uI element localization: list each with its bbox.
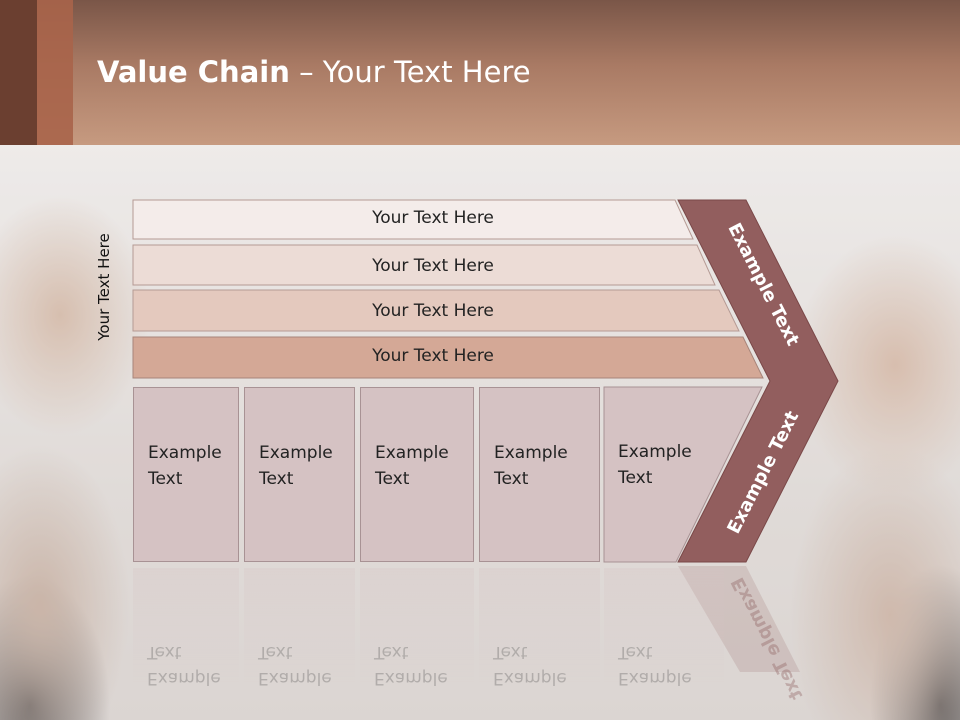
activity-box-line2: Text — [375, 469, 410, 489]
box-reflection-3: Example Text — [360, 568, 474, 688]
activity-box-line1: Example — [618, 442, 692, 462]
band-label-4: Your Text Here — [372, 346, 494, 366]
reflection-line1: Example — [374, 668, 448, 688]
reflection-line1: Example — [618, 668, 692, 688]
reflection-line1: Example — [493, 668, 567, 688]
slide-title: Value Chain – Your Text Here — [97, 55, 531, 89]
activity-box-text: Example Text — [375, 440, 449, 492]
band-shape-3 — [132, 289, 740, 332]
activity-box-line1: Example — [148, 443, 222, 463]
title-rest: – Your Text Here — [289, 55, 531, 89]
box-reflection-4: Example Text — [479, 568, 600, 688]
activity-box-3: Example Text — [360, 387, 474, 562]
activity-box-5: Example Text — [604, 387, 692, 562]
band-label-1: Your Text Here — [372, 208, 494, 228]
header-accent-light — [37, 0, 73, 145]
reflection-line1: Example — [258, 668, 332, 688]
band-label-2: Your Text Here — [372, 256, 494, 276]
chevron-reflection — [678, 566, 800, 672]
box-reflection-2: Example Text — [244, 568, 355, 688]
activity-box-line2: Text — [148, 469, 183, 489]
band-shape-4 — [132, 336, 764, 379]
box-shape-5 — [603, 386, 763, 563]
activity-box-line1: Example — [494, 443, 568, 463]
activity-box-line2: Text — [259, 469, 294, 489]
activity-box-1: Example Text — [133, 387, 239, 562]
activity-box-line2: Text — [618, 468, 653, 488]
reflection-line2: Text — [374, 642, 409, 662]
band-label-3: Your Text Here — [372, 301, 494, 321]
activity-box-text: Example Text — [494, 440, 568, 492]
activity-box-4: Example Text — [479, 387, 600, 562]
activity-box-2: Example Text — [244, 387, 355, 562]
activity-box-text: Example Text — [148, 440, 222, 492]
activity-box-line1: Example — [259, 443, 333, 463]
side-label: Your Text Here — [95, 233, 113, 341]
reflection-line2: Text — [618, 642, 653, 662]
reflection-line2: Text — [147, 642, 182, 662]
activity-box-text: Example Text — [259, 440, 333, 492]
box-reflection-5: Example Text — [604, 568, 724, 688]
reflection-line2: Text — [493, 642, 528, 662]
slide-header: Value Chain – Your Text Here — [0, 0, 960, 145]
header-accent-dark — [0, 0, 37, 145]
band-shape-1 — [132, 199, 694, 240]
reflection-line1: Example — [147, 668, 221, 688]
box-reflection-1: Example Text — [133, 568, 239, 688]
chevron-shape — [677, 199, 839, 563]
activity-box-line1: Example — [375, 443, 449, 463]
activity-box-text: Example Text — [618, 439, 692, 491]
title-bold: Value Chain — [97, 55, 290, 89]
reflection-line2: Text — [258, 642, 293, 662]
band-shape-2 — [132, 244, 716, 286]
activity-box-line2: Text — [494, 469, 529, 489]
